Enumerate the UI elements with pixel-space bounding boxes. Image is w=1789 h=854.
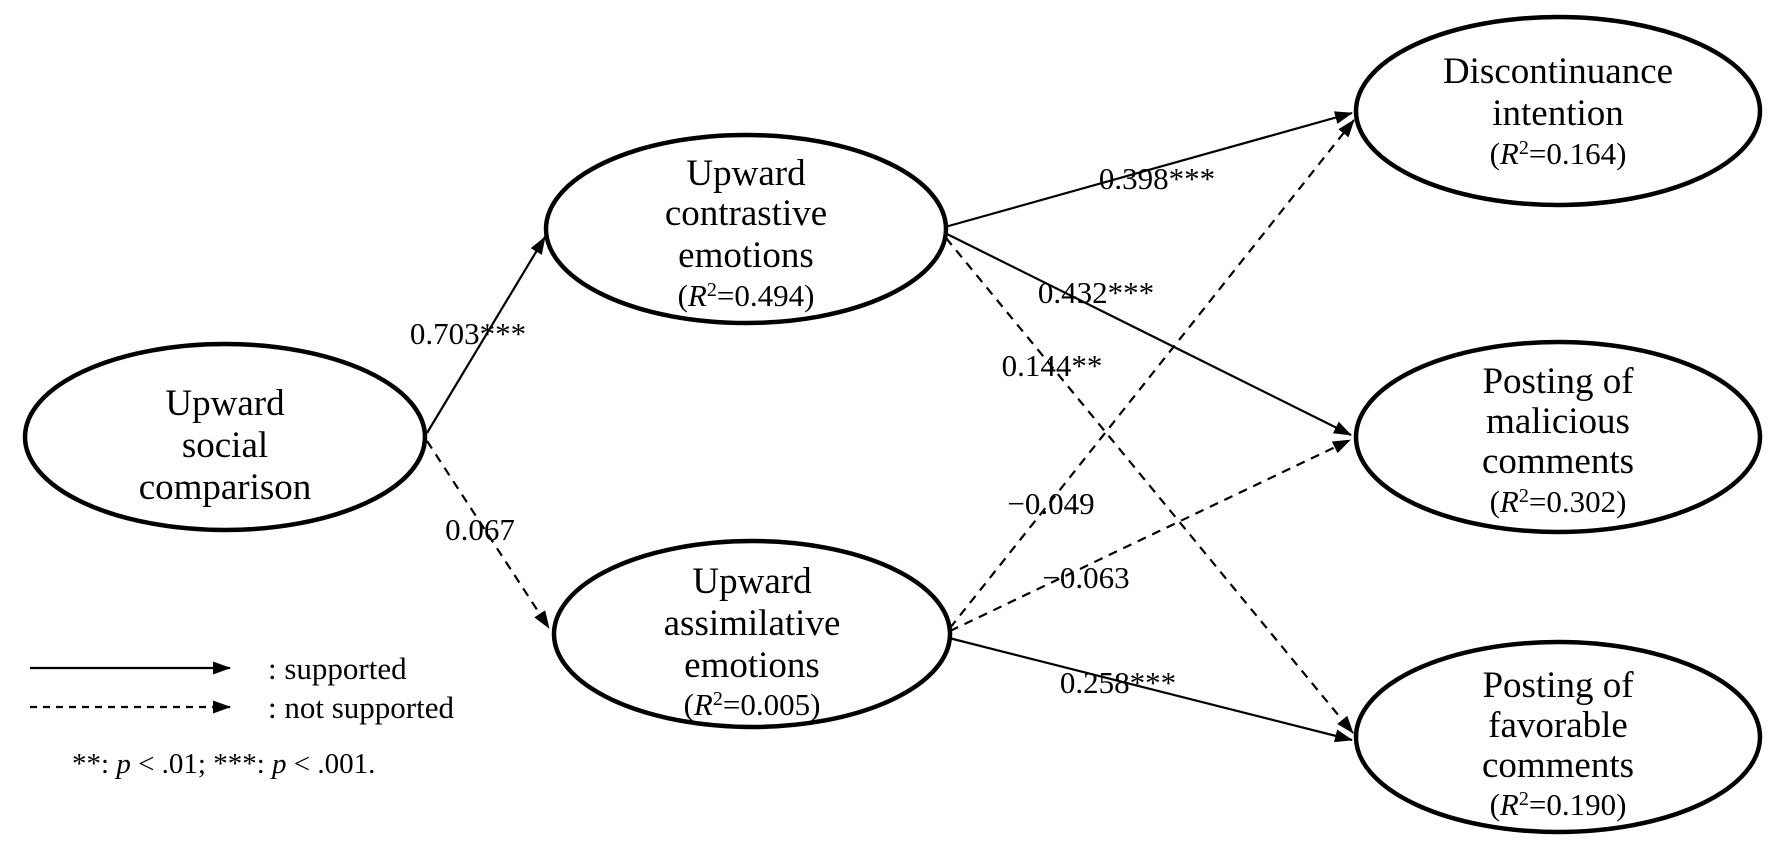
node-pfc-line3: comments <box>1482 745 1634 786</box>
node-uae-line3: emotions <box>684 645 820 686</box>
node-pmc-ellipse <box>1353 339 1763 535</box>
node-uce-r2: (R2=0.494) <box>678 278 815 313</box>
coef-usc-to-uae: 0.067 <box>445 512 515 547</box>
node-uce-line2: contrastive <box>665 193 827 234</box>
node-usc-line3: comparison <box>139 467 312 508</box>
legend: : supported : not supported **: p < .01;… <box>30 651 454 780</box>
legend-not-supported-label: : not supported <box>268 690 454 725</box>
node-uae-line2: assimilative <box>664 603 841 644</box>
edge-uae-to-di <box>949 119 1355 629</box>
node-di-line1: Discontinuance <box>1443 51 1673 92</box>
edge-uce-to-pfc <box>945 237 1354 734</box>
node-usc-ellipse <box>22 341 428 533</box>
node-pfc-r2: (R2=0.190) <box>1490 787 1627 822</box>
node-pmc-r2: (R2=0.302) <box>1490 484 1627 519</box>
node-usc-line2: social <box>182 425 268 466</box>
node-upward-assimilative-emotions: Upward assimilative emotions (R2=0.005) <box>551 538 953 730</box>
coef-uae-to-pmc: −0.063 <box>1042 560 1129 595</box>
node-uce-line3: emotions <box>678 235 814 276</box>
node-pmc-line3: comments <box>1482 441 1634 482</box>
legend-supported-label: : supported <box>268 651 407 686</box>
node-upward-contrastive-emotions: Upward contrastive emotions (R2=0.494) <box>543 132 949 326</box>
node-uce-line1: Upward <box>686 153 806 194</box>
edge-usc-to-uae <box>426 440 550 629</box>
coef-uce-to-di: 0.398*** <box>1099 161 1215 196</box>
edge-uce-to-di <box>944 111 1353 229</box>
node-pfc-line1: Posting of <box>1482 665 1634 706</box>
node-uce-ellipse <box>543 132 949 326</box>
node-di-line2: intention <box>1492 93 1624 134</box>
node-di-ellipse <box>1353 14 1763 208</box>
node-upward-social-comparison: Upward social comparison <box>22 341 428 533</box>
node-posting-malicious-comments: Posting of malicious comments (R2=0.302) <box>1353 339 1763 535</box>
edge-usc-to-uce <box>426 236 546 434</box>
node-di-r2: (R2=0.164) <box>1490 136 1627 171</box>
coef-usc-to-uce: 0.703*** <box>410 316 526 351</box>
node-usc-line1: Upward <box>165 383 285 424</box>
node-pfc-line2: favorable <box>1488 705 1628 746</box>
node-pfc-ellipse <box>1353 639 1763 835</box>
node-discontinuance-intention: Discontinuance intention (R2=0.164) <box>1353 14 1763 208</box>
edge-uce-to-pmc <box>944 232 1352 436</box>
significance-note: **: p < .01; ***: p < .001. <box>72 748 375 780</box>
edge-uae-to-pfc <box>948 636 1353 743</box>
node-uae-ellipse <box>551 538 953 730</box>
coefficient-labels: 0.703*** 0.067 0.398*** 0.432*** 0.144**… <box>410 161 1215 700</box>
coef-uae-to-di: −0.049 <box>1007 486 1094 521</box>
coef-uce-to-pfc: 0.144** <box>1002 348 1103 383</box>
node-pmc-line1: Posting of <box>1482 361 1634 402</box>
edge-uae-to-pmc <box>949 439 1351 632</box>
node-pmc-line2: malicious <box>1486 401 1630 442</box>
coef-uce-to-pmc: 0.432*** <box>1038 275 1154 310</box>
node-posting-favorable-comments: Posting of favorable comments (R2=0.190) <box>1353 639 1763 835</box>
edges <box>426 111 1355 743</box>
node-uae-r2: (R2=0.005) <box>684 687 821 722</box>
node-uae-line1: Upward <box>692 561 812 602</box>
coef-uae-to-pfc: 0.258*** <box>1060 665 1176 700</box>
